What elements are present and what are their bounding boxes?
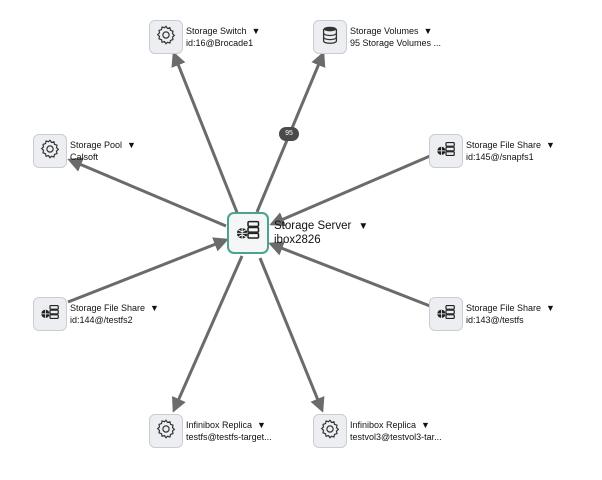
caret-down-icon[interactable]: ▼ <box>546 140 555 150</box>
caret-down-icon[interactable]: ▼ <box>423 26 433 36</box>
node-subtitle: testfs@testfs-target... <box>186 432 272 442</box>
node-title[interactable]: Storage Volumes ▼ <box>350 26 432 37</box>
node-title-text: Storage File Share <box>466 140 542 150</box>
node-title[interactable]: Infinibox Replica ▼ <box>350 420 430 431</box>
node-subtitle: id:143@/testfs <box>466 315 524 325</box>
node-title-text: Storage File Share <box>466 303 542 313</box>
gear-icon <box>155 24 177 51</box>
caret-down-icon[interactable]: ▼ <box>358 221 369 232</box>
caret-down-icon[interactable]: ▼ <box>251 26 261 36</box>
node-title-text: Storage Switch <box>186 26 247 36</box>
caret-down-icon[interactable]: ▼ <box>150 303 159 313</box>
node-subtitle: Calsoft <box>70 152 99 162</box>
gear-icon <box>39 138 61 165</box>
edge-from-file-share-144 <box>67 237 229 304</box>
edge-from-file-share-143 <box>268 241 431 308</box>
gear-icon <box>319 418 341 445</box>
file-share-icon <box>39 301 61 328</box>
edge-to-storage-pool <box>67 157 227 228</box>
node-title[interactable]: Infinibox Replica ▼ <box>186 420 266 431</box>
node-subtitle: testvol3@testvol3-tar... <box>350 432 442 442</box>
node-tile[interactable] <box>313 20 347 54</box>
caret-down-icon[interactable]: ▼ <box>421 420 430 430</box>
node-title[interactable]: Storage File Share ▼ <box>466 303 555 314</box>
center-node-subtitle: ibox2826 <box>274 234 321 246</box>
node-tile[interactable] <box>149 414 183 448</box>
node-title[interactable]: Storage File Share ▼ <box>466 140 555 151</box>
node-title-text: Infinibox Replica <box>350 420 417 430</box>
file-share-icon <box>435 138 457 165</box>
node-title-text: Storage Volumes <box>350 26 419 36</box>
node-tile[interactable] <box>33 297 67 331</box>
caret-down-icon[interactable]: ▼ <box>127 140 136 150</box>
edge-to-storage-switch <box>171 51 242 221</box>
edge-to-infinibox-replica-1 <box>171 255 244 413</box>
caret-down-icon[interactable]: ▼ <box>257 420 266 430</box>
node-tile[interactable] <box>33 134 67 168</box>
file-share-icon <box>435 301 457 328</box>
center-node-title-text: Storage Server <box>274 220 352 232</box>
node-subtitle: id:144@/testfs2 <box>70 315 133 325</box>
node-tile[interactable] <box>149 20 183 54</box>
gear-icon <box>155 418 177 445</box>
node-tile[interactable] <box>313 414 347 448</box>
center-node-title[interactable]: Storage Server ▼ <box>274 220 368 233</box>
edge-to-infinibox-replica-2 <box>258 257 325 413</box>
caret-down-icon[interactable]: ▼ <box>546 303 555 313</box>
node-subtitle: 95 Storage Volumes ... <box>350 38 442 48</box>
edge-count-badge[interactable]: 95 <box>279 127 299 141</box>
database-icon <box>319 24 341 51</box>
edge-from-file-share-145 <box>269 154 431 227</box>
node-title[interactable]: Storage File Share ▼ <box>70 303 159 314</box>
node-title-text: Infinibox Replica <box>186 420 253 430</box>
node-title[interactable]: Storage Pool ▼ <box>70 140 136 151</box>
node-tile[interactable] <box>429 134 463 168</box>
node-subtitle: id:145@/snapfs1 <box>466 152 534 162</box>
node-subtitle: id:16@Brocade1 <box>186 38 254 48</box>
node-title[interactable]: Storage Switch ▼ <box>186 26 260 37</box>
node-tile[interactable] <box>429 297 463 331</box>
center-node-tile[interactable] <box>227 212 269 254</box>
storage-server-icon <box>234 217 262 250</box>
node-title-text: Storage File Share <box>70 303 146 313</box>
node-title-text: Storage Pool <box>70 140 123 150</box>
